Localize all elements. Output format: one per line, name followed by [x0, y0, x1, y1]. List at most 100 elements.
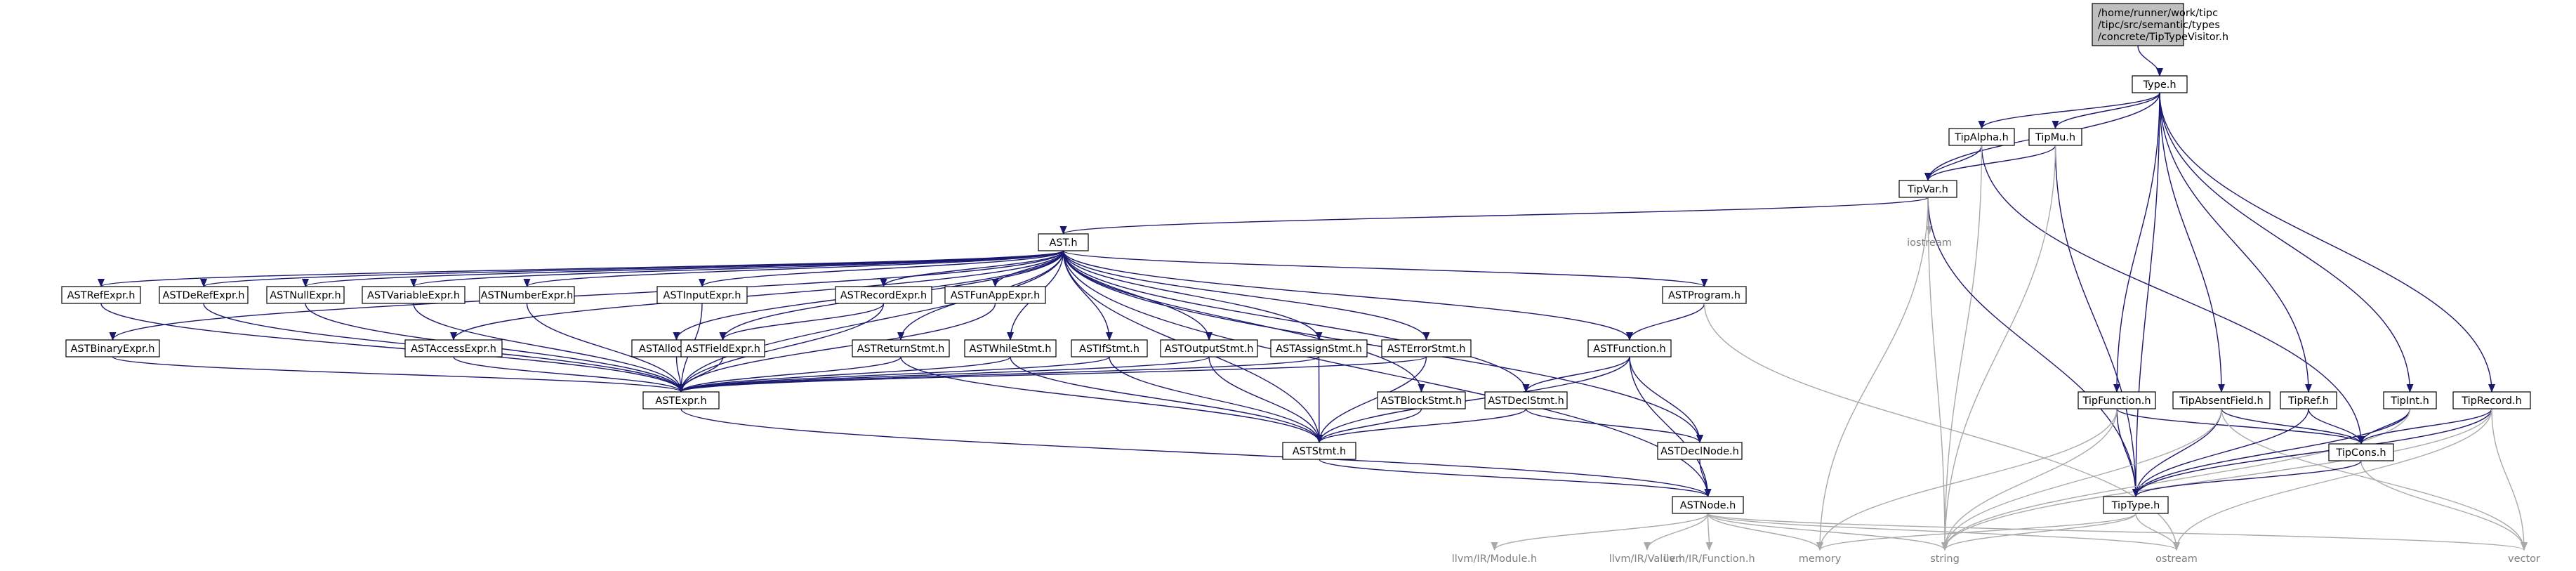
node-astfunction[interactable]: ASTFunction.h — [1587, 339, 1672, 357]
node-astdeclnode[interactable]: ASTDeclNode.h — [1657, 442, 1743, 460]
node-label: TipCons.h — [2335, 447, 2386, 459]
edge-typeh-to-tipint — [2159, 92, 2414, 393]
edge-tiptype-to-memory — [1816, 513, 2136, 551]
node-box — [1270, 339, 1368, 357]
edge-tipalpha-to-tipcons — [1981, 145, 2365, 445]
node-label: iostream — [1907, 237, 1952, 249]
node-box — [944, 286, 1046, 304]
node-astnullexpr[interactable]: ASTNullExpr.h — [266, 286, 345, 304]
node-label: ASTDeRefExpr.h — [163, 290, 245, 301]
edge-tiptype-to-ostream — [2135, 513, 2180, 551]
node-box — [1587, 339, 1672, 357]
edge-astbinaryexpr-to-astexpr — [112, 356, 685, 393]
node-label: ASTExpr.h — [655, 395, 706, 407]
node-typeh[interactable]: Type.h — [2132, 75, 2188, 93]
edge-astdeclstmt-to-aststmt — [1316, 408, 1527, 443]
node-astrecordexpr[interactable]: ASTRecordExpr.h — [835, 286, 932, 304]
node-vector: vector — [2508, 553, 2540, 565]
node-astassignstmt[interactable]: ASTAssignStmt.h — [1270, 339, 1368, 357]
edge-tipint-to-tipcons — [2358, 408, 2411, 445]
node-astfunappexpr[interactable]: ASTFunAppExpr.h — [944, 286, 1046, 304]
node-label: AST.h — [1049, 237, 1077, 249]
node-astvariableexpr[interactable]: ASTVariableExpr.h — [362, 286, 465, 304]
edge-asth-to-astvariableexpr — [410, 250, 1064, 287]
edge-tipvar-to-tiptype — [1927, 197, 2139, 497]
node-box — [1948, 128, 2015, 146]
node-box — [2103, 496, 2169, 514]
node-label: ASTIfStmt.h — [1079, 343, 1140, 355]
node-astnode[interactable]: ASTNode.h — [1672, 496, 1744, 514]
node-asth[interactable]: AST.h — [1038, 233, 1089, 251]
edge-typeh-to-tipalpha — [1978, 92, 2160, 129]
node-box — [404, 339, 503, 357]
edge-tipvar-to-asth — [1060, 197, 1929, 235]
node-astifstmt[interactable]: ASTIfStmt.h — [1071, 339, 1148, 357]
node-label: ASTDeclNode.h — [1660, 446, 1739, 457]
nodes-layer: /home/runner/work/tipc/tipc/src/semantic… — [61, 3, 2540, 565]
edge-astnode-to-memory — [1707, 513, 1823, 551]
node-astdeclstmt[interactable]: ASTDeclStmt.h — [1484, 391, 1568, 409]
node-astaccessexpr[interactable]: ASTAccessExpr.h — [404, 339, 503, 357]
node-tiprecord[interactable]: TipRecord.h — [2452, 391, 2531, 409]
node-box — [362, 286, 465, 304]
node-box — [2383, 391, 2437, 409]
node-label: ASTNumberExpr.h — [481, 290, 574, 301]
node-tipmu[interactable]: TipMu.h — [2028, 128, 2082, 146]
node-root[interactable]: /home/runner/work/tipc/tipc/src/semantic… — [2092, 3, 2228, 46]
node-label: ASTReturnStmt.h — [857, 343, 945, 355]
node-astblockstmt[interactable]: ASTBlockStmt.h — [1377, 391, 1466, 409]
node-box — [835, 286, 932, 304]
node-box — [1038, 233, 1089, 251]
node-astwhilestmt[interactable]: ASTWhileStmt.h — [964, 339, 1057, 357]
node-astfieldexpr[interactable]: ASTFieldExpr.h — [680, 339, 765, 357]
node-astreturnstmt[interactable]: ASTReturnStmt.h — [852, 339, 950, 357]
edge-tipvar-to-memory — [1816, 197, 1929, 551]
node-tipalpha[interactable]: TipAlpha.h — [1948, 128, 2015, 146]
node-tipint[interactable]: TipInt.h — [2383, 391, 2437, 409]
node-asterrorstmt[interactable]: ASTErrorStmt.h — [1381, 339, 1472, 357]
edge-asth-to-astnullexpr — [302, 250, 1064, 287]
node-box — [159, 286, 249, 304]
edge-astprogram-to-astfunction — [1626, 303, 1705, 341]
node-box — [1381, 339, 1472, 357]
node-label: ostream — [2155, 553, 2198, 565]
node-label: ASTErrorStmt.h — [1387, 343, 1466, 355]
node-tipref[interactable]: TipRef.h — [2280, 391, 2337, 409]
edge-astrefexpr-to-astexpr — [100, 303, 685, 393]
edge-tipref-to-tipcons — [2308, 408, 2365, 445]
node-astexpr[interactable]: ASTExpr.h — [642, 391, 720, 409]
node-tipvar[interactable]: TipVar.h — [1898, 180, 1957, 198]
node-astnumberexpr[interactable]: ASTNumberExpr.h — [479, 286, 575, 304]
node-label: ASTWhileStmt.h — [970, 343, 1052, 355]
node-astoutputstmt[interactable]: ASTOutputStmt.h — [1160, 339, 1258, 357]
node-llvmvalue: llvm/IR/Value.h — [1609, 553, 1686, 565]
edge-typeh-to-tiprecord — [2159, 92, 2495, 393]
edge-astassignstmt-to-astexpr — [678, 356, 1320, 393]
node-box — [656, 286, 748, 304]
node-label: ASTAccessExpr.h — [411, 343, 496, 355]
edge-astnode-to-vector — [1707, 513, 2528, 551]
node-label: ASTStmt.h — [1293, 446, 1346, 457]
node-label: TipType.h — [2111, 500, 2160, 511]
edge-typeh-to-tipfunction — [2113, 92, 2160, 393]
node-astderefexpr[interactable]: ASTDeRefExpr.h — [159, 286, 249, 304]
edge-tipint-to-tiptype — [2132, 408, 2411, 497]
node-label: TipMu.h — [2035, 132, 2075, 143]
node-astrefexpr[interactable]: ASTRefExpr.h — [61, 286, 141, 304]
edge-astfunction-to-astdeclnode — [1629, 356, 1703, 443]
node-astbinaryexpr[interactable]: ASTBinaryExpr.h — [65, 339, 160, 357]
node-label: ASTFunction.h — [1593, 343, 1665, 355]
node-tipfunction[interactable]: TipFunction.h — [2078, 391, 2156, 409]
node-astprogram[interactable]: ASTProgram.h — [1662, 286, 1747, 304]
node-tiptype[interactable]: TipType.h — [2103, 496, 2169, 514]
edge-astdeclstmt-to-astdeclnode — [1525, 408, 1703, 443]
node-astinputexpr[interactable]: ASTInputExpr.h — [656, 286, 748, 304]
edge-asth-to-astbinaryexpr — [109, 250, 1064, 341]
edge-asth-to-astaccessexpr — [450, 250, 1064, 341]
edge-astnode-to-ostream — [1707, 513, 2180, 551]
node-label: ASTFieldExpr.h — [685, 343, 760, 355]
node-tipcons[interactable]: TipCons.h — [2328, 443, 2394, 461]
node-aststmt[interactable]: ASTStmt.h — [1282, 442, 1356, 460]
node-ostream: ostream — [2155, 553, 2198, 565]
node-tipabsentfield[interactable]: TipAbsentField.h — [2172, 391, 2271, 409]
